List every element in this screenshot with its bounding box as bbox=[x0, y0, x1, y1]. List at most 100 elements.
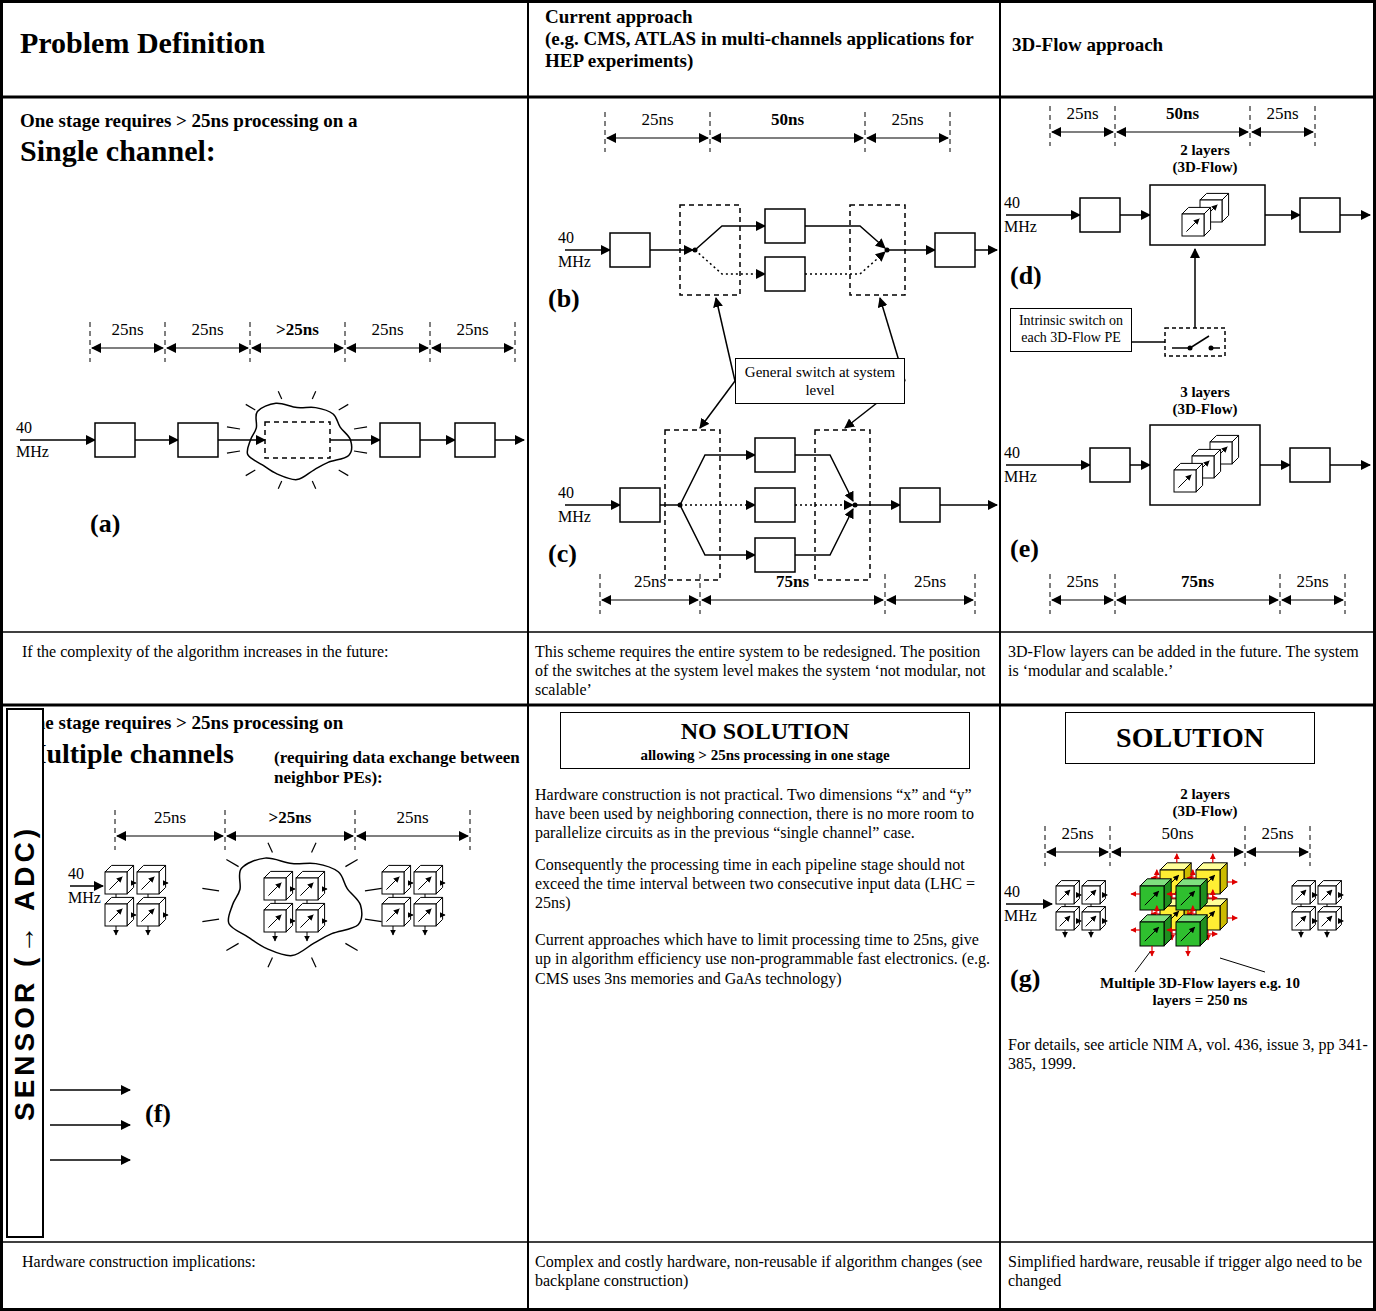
dimension-tick bbox=[250, 322, 251, 362]
leader-line bbox=[1135, 952, 1150, 972]
cube-side bbox=[404, 865, 411, 894]
leader-line bbox=[1132, 341, 1165, 343]
dimension-arrow bbox=[1112, 851, 1243, 852]
cube-side bbox=[318, 903, 325, 932]
dimension-arrow bbox=[867, 137, 948, 138]
cube-arrow bbox=[141, 909, 154, 922]
burst-line bbox=[339, 404, 349, 410]
data-arrow bbox=[166, 883, 168, 884]
data-arrow bbox=[1151, 946, 1152, 956]
data-arrow bbox=[134, 883, 136, 884]
stage-box bbox=[935, 233, 975, 267]
layer-label: 3 layers (3D-Flow) bbox=[1165, 384, 1245, 419]
arrow bbox=[1006, 903, 1052, 905]
dimension-tick bbox=[515, 322, 516, 362]
burst-line bbox=[339, 470, 349, 476]
burst-line bbox=[312, 957, 316, 967]
cube-arrow bbox=[268, 883, 281, 896]
cube-side bbox=[1200, 915, 1207, 946]
dimension-tick bbox=[605, 112, 606, 152]
data-arrow bbox=[1341, 921, 1343, 922]
leader-arrow bbox=[716, 298, 735, 381]
dimension-tick bbox=[700, 574, 701, 614]
cube-arrow bbox=[418, 909, 431, 922]
pe-cube bbox=[414, 865, 443, 894]
cube-arrow bbox=[386, 909, 399, 922]
cube-side bbox=[1222, 193, 1229, 222]
note-text: Hardware construction is not practical. … bbox=[535, 785, 993, 843]
burst-line bbox=[202, 888, 219, 891]
dimension-tick bbox=[600, 574, 601, 614]
panel-label: (a) bbox=[90, 510, 150, 539]
node-text: Intrinsic switch on each 3D-Flow PE bbox=[1017, 313, 1125, 347]
dimension-label: 25ns bbox=[885, 572, 975, 592]
pe-cube bbox=[264, 871, 293, 900]
cube-front bbox=[264, 878, 286, 900]
arrow bbox=[795, 455, 853, 501]
table-rule bbox=[527, 0, 529, 1311]
stage-box bbox=[765, 257, 805, 291]
data-arrow bbox=[1227, 917, 1237, 918]
pe-cube bbox=[137, 897, 166, 926]
node-text: NO SOLUTION bbox=[567, 717, 963, 746]
dimension-label: 50ns bbox=[1115, 104, 1250, 124]
dimension-arrow bbox=[227, 835, 353, 836]
cube-front bbox=[1292, 886, 1310, 904]
dimension-label: 25ns bbox=[165, 320, 250, 340]
data-arrow bbox=[325, 921, 327, 922]
note-text: Consequently the processing time in each… bbox=[535, 855, 993, 913]
arrow bbox=[1212, 347, 1220, 349]
data-arrow bbox=[1079, 895, 1081, 896]
pe-cube bbox=[1182, 207, 1211, 236]
burst-line bbox=[345, 943, 357, 950]
arrow bbox=[695, 250, 765, 274]
pe-cube bbox=[1082, 881, 1105, 904]
burst-line bbox=[354, 451, 367, 453]
arrow bbox=[680, 504, 755, 506]
arrow bbox=[887, 249, 935, 251]
burst-line bbox=[227, 427, 240, 429]
burst-line bbox=[246, 404, 256, 410]
arrow bbox=[420, 439, 455, 441]
cube-side bbox=[286, 903, 293, 932]
dimension-arrow bbox=[1282, 599, 1343, 600]
dimension-arrow bbox=[1052, 599, 1113, 600]
data-arrow bbox=[1315, 921, 1317, 922]
data-arrow bbox=[1301, 930, 1302, 937]
arrow bbox=[660, 504, 678, 506]
cube-arrow bbox=[1322, 890, 1332, 900]
heading-text: One stage requires > 25ns processing on … bbox=[20, 110, 520, 132]
cube-side bbox=[1336, 907, 1341, 930]
dimension-arrow bbox=[347, 347, 428, 348]
dimension-label: 25ns bbox=[605, 110, 710, 130]
cube-arrow bbox=[109, 909, 122, 922]
cube-front bbox=[1082, 886, 1100, 904]
callout-box: Intrinsic switch on each 3D-Flow PE bbox=[1010, 308, 1132, 352]
intrinsic-switch bbox=[1165, 328, 1225, 356]
column-heading: Problem Definition bbox=[20, 26, 510, 61]
sensor-label: SENSOR (→ ADC) bbox=[6, 708, 44, 1238]
burst-line bbox=[354, 427, 367, 429]
arrow bbox=[495, 439, 524, 441]
dimension-arrow bbox=[92, 347, 163, 348]
dimension-label: 25ns bbox=[600, 572, 700, 592]
dimension-tick bbox=[355, 810, 356, 850]
data-arrow bbox=[1192, 870, 1193, 879]
clock-rate: 40 MHz bbox=[1004, 441, 1049, 489]
overload-blob bbox=[228, 858, 362, 956]
cube-front bbox=[1318, 912, 1336, 930]
switch-lever bbox=[1190, 336, 1209, 348]
layer-label: Multiple 3D-Flow layers e.g. 10 layers =… bbox=[1090, 975, 1310, 1010]
cube-front bbox=[296, 878, 318, 900]
cube-front bbox=[137, 872, 159, 894]
stage-box bbox=[1090, 448, 1130, 482]
dimension-arrow bbox=[602, 599, 698, 600]
dimension-tick bbox=[1050, 106, 1051, 146]
dimension-label: 25ns bbox=[1280, 572, 1345, 592]
cube-side bbox=[1310, 907, 1315, 930]
cube-arrow bbox=[1060, 890, 1070, 900]
dimension-tick bbox=[345, 322, 346, 362]
data-arrow bbox=[1315, 895, 1317, 896]
dimension-label: 25ns bbox=[355, 808, 470, 828]
clock-rate: 40 MHz bbox=[1004, 191, 1049, 239]
